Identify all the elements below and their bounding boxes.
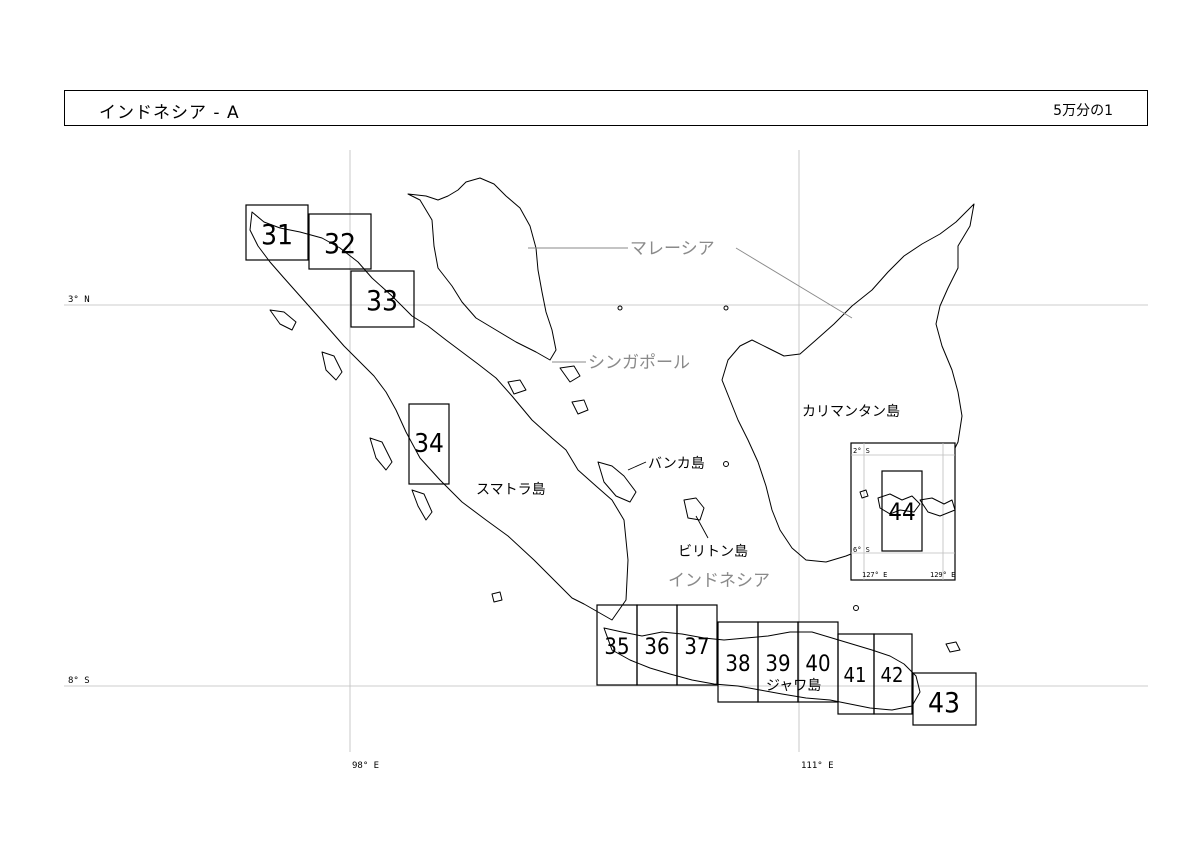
inset-map: 2° S 6° S 127° E 129° E <box>850 442 956 581</box>
inset-lon-right-label: 129° E <box>930 571 955 579</box>
sheet-number: 38 <box>725 652 750 677</box>
sheet-32[interactable]: 32 <box>308 213 372 270</box>
sheet-number: 39 <box>765 652 790 677</box>
belitung-coast <box>683 497 705 521</box>
island-coast <box>269 309 297 331</box>
map-title: インドネシア - A <box>99 103 240 123</box>
map-header: インドネシア - A 5万分の1 <box>64 90 1148 126</box>
island-coast <box>945 641 961 653</box>
sheet-number: 37 <box>684 635 709 660</box>
sheet-31[interactable]: 31 <box>245 204 309 261</box>
island-coast <box>617 305 623 311</box>
java-label: ジャワ島 <box>766 678 821 694</box>
inset-island-coast <box>919 497 956 517</box>
inset-lon-left-label: 127° E <box>862 571 887 579</box>
sumatra-label: スマトラ島 <box>476 482 546 498</box>
island-coast <box>491 591 503 603</box>
sheet-44[interactable]: 44 <box>881 470 923 552</box>
sumatra-coast <box>249 211 629 621</box>
sheet-number: 44 <box>888 498 915 526</box>
sheet-43[interactable]: 43 <box>912 672 977 726</box>
island-coast <box>411 489 433 521</box>
lat-label-north: 3° N <box>68 295 90 305</box>
island-coast <box>559 365 581 383</box>
sheet-number: 40 <box>805 652 830 677</box>
sheet-33[interactable]: 33 <box>350 270 415 328</box>
coastlines <box>249 177 975 711</box>
island-coast <box>571 399 589 415</box>
malaysia-leader-line <box>735 247 853 319</box>
inset-lat-top-label: 2° S <box>853 447 870 455</box>
belitung-leader-line <box>695 515 709 539</box>
sheet-number: 41 <box>844 663 867 687</box>
island-coast <box>723 305 729 311</box>
bangka-label: バンカ島 <box>648 456 705 472</box>
sheet-number: 42 <box>881 663 904 687</box>
inset-lat-bottom-label: 6° S <box>853 546 870 554</box>
sheet-37[interactable]: 37 <box>676 604 718 686</box>
sheet-number: 43 <box>928 686 960 719</box>
malay-peninsula-coast <box>407 177 557 361</box>
bangka-coast <box>597 461 637 503</box>
inset-island-coast <box>859 489 869 499</box>
island-coast <box>321 351 343 381</box>
java-coast <box>603 627 921 711</box>
island-coast <box>369 437 393 471</box>
sheet-38[interactable]: 38 <box>717 621 759 703</box>
sheet-number: 32 <box>324 227 356 260</box>
sheet-35[interactable]: 35 <box>596 604 638 686</box>
island-coast <box>853 605 859 611</box>
singapore-label: シンガポール <box>588 353 690 373</box>
inset-island-coast <box>877 493 921 515</box>
sheet-number: 31 <box>261 218 293 251</box>
lon-label-west: 98° E <box>352 761 379 771</box>
lon-label-east: 111° E <box>801 761 834 771</box>
sheet-number: 36 <box>644 635 669 660</box>
sheet-number: 34 <box>414 429 444 459</box>
kalimantan-label: カリマンタン島 <box>802 404 900 420</box>
sheet-number: 35 <box>604 635 629 660</box>
belitung-label: ビリトン島 <box>678 544 748 560</box>
inset-frame <box>850 442 956 581</box>
indonesia-label: インドネシア <box>668 571 770 591</box>
lat-label-south: 8° S <box>68 676 90 686</box>
sheet-41[interactable]: 41 <box>837 633 875 715</box>
bangka-leader-line <box>627 461 647 471</box>
sheet-number: 33 <box>366 284 398 317</box>
map-scale: 5万分の1 <box>1053 103 1113 119</box>
island-coast <box>723 461 729 467</box>
malaysia-label: マレーシア <box>630 239 715 259</box>
kalimantan-coast <box>721 203 975 563</box>
sheet-36[interactable]: 36 <box>636 604 678 686</box>
sheet-42[interactable]: 42 <box>873 633 913 715</box>
island-coast <box>507 379 527 395</box>
sheet-34[interactable]: 34 <box>408 403 450 485</box>
